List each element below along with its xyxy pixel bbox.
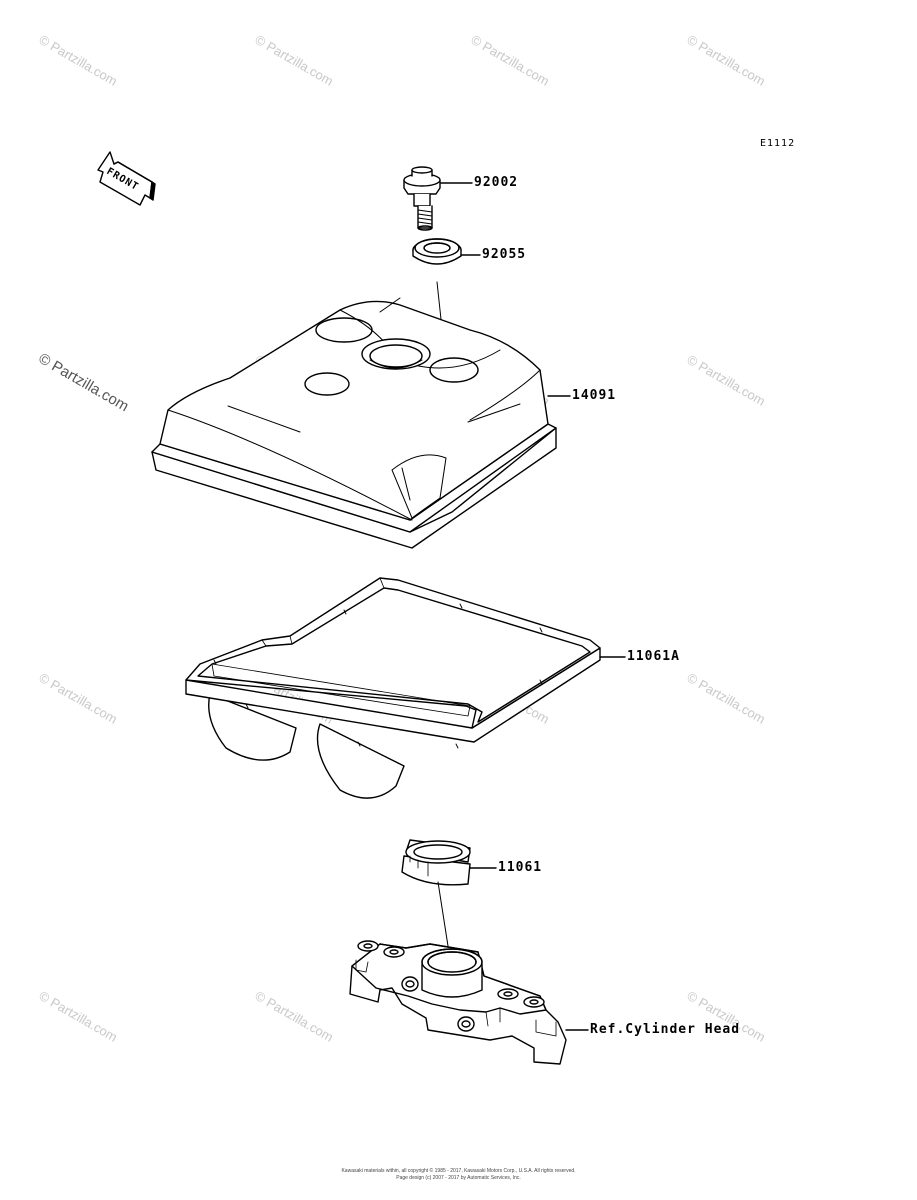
part-label-14091: 14091 (572, 388, 617, 403)
gasket-11061A (185, 577, 601, 799)
part-label-92055: 92055 (482, 247, 527, 262)
part-label-ref-cylinder-head: Ref.Cylinder Head (590, 1022, 741, 1037)
bolt-92002 (403, 166, 441, 231)
cylinder-head-fragment (349, 940, 567, 1065)
front-arrow-icon (97, 151, 156, 206)
cylinder-head-cover-14091 (151, 297, 557, 549)
page-design-line: Page design (c) 2007 - 2017 by Automatic… (396, 1175, 521, 1181)
part-label-11061A: 11061A (627, 649, 680, 664)
alignment-line-lower (437, 881, 449, 947)
part-label-11061: 11061 (498, 860, 543, 875)
seal-11061 (401, 839, 471, 886)
washer-92055 (412, 238, 462, 265)
diagram-code: E1112 (760, 138, 796, 149)
copyright-line: Kawasaki materials within, all copyright… (341, 1168, 576, 1174)
part-label-92002: 92002 (474, 175, 519, 190)
